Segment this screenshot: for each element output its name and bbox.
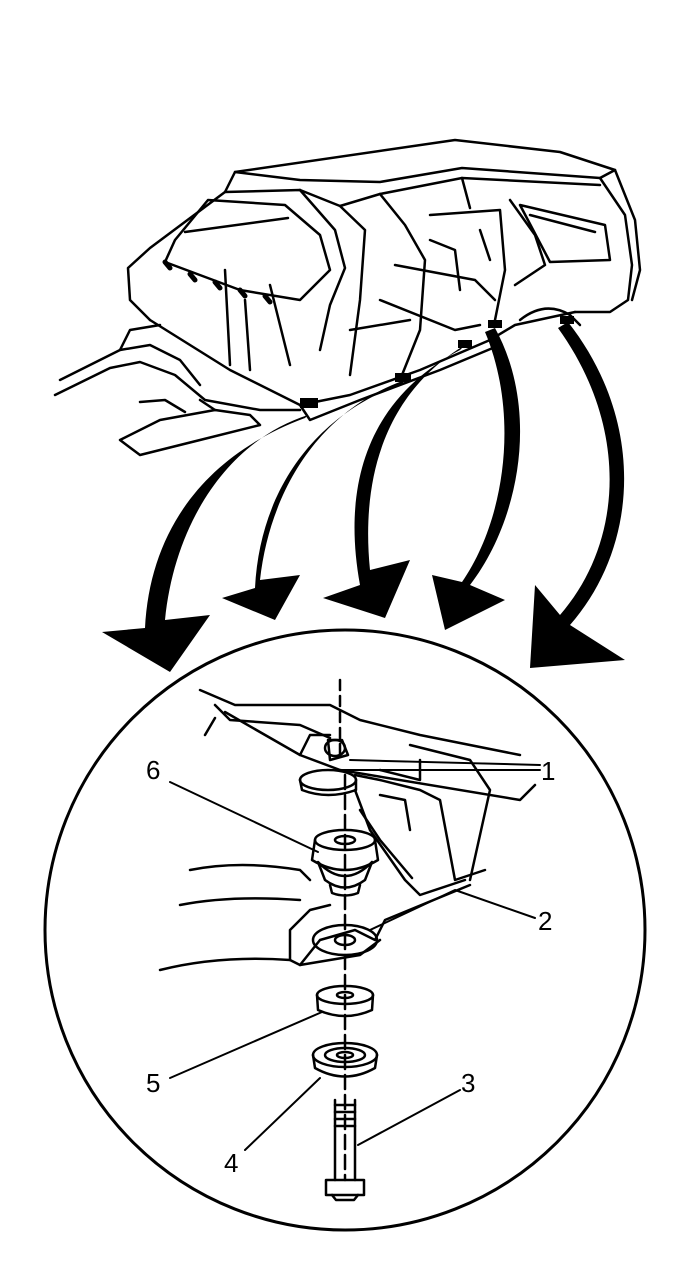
leader-2 bbox=[369, 889, 536, 931]
pointer-arrows bbox=[102, 322, 625, 672]
detail-view-circle bbox=[43, 628, 647, 1232]
mount-location-markers bbox=[300, 316, 574, 408]
leader-6 bbox=[169, 781, 319, 853]
callout-4: 4 bbox=[224, 1148, 238, 1178]
callout-5: 5 bbox=[146, 1068, 160, 1098]
arrow-5 bbox=[530, 322, 625, 668]
leader-3 bbox=[357, 1089, 461, 1146]
arrow-1 bbox=[102, 415, 308, 672]
leader-lines bbox=[169, 759, 541, 1151]
arrow-3 bbox=[323, 345, 465, 618]
callout-labels: 1 2 3 4 5 6 bbox=[146, 755, 555, 1178]
callout-2: 2 bbox=[538, 906, 552, 936]
leader-4 bbox=[244, 1077, 321, 1151]
detail-view-contents bbox=[158, 678, 537, 1202]
callout-6: 6 bbox=[146, 755, 160, 785]
leader-1 bbox=[339, 759, 541, 771]
leader-5 bbox=[169, 1011, 323, 1079]
vehicle-body-frame bbox=[53, 138, 642, 457]
arrow-4 bbox=[432, 328, 521, 630]
arrow-2 bbox=[222, 380, 405, 620]
callout-1: 1 bbox=[541, 756, 555, 786]
callout-3: 3 bbox=[461, 1068, 475, 1098]
